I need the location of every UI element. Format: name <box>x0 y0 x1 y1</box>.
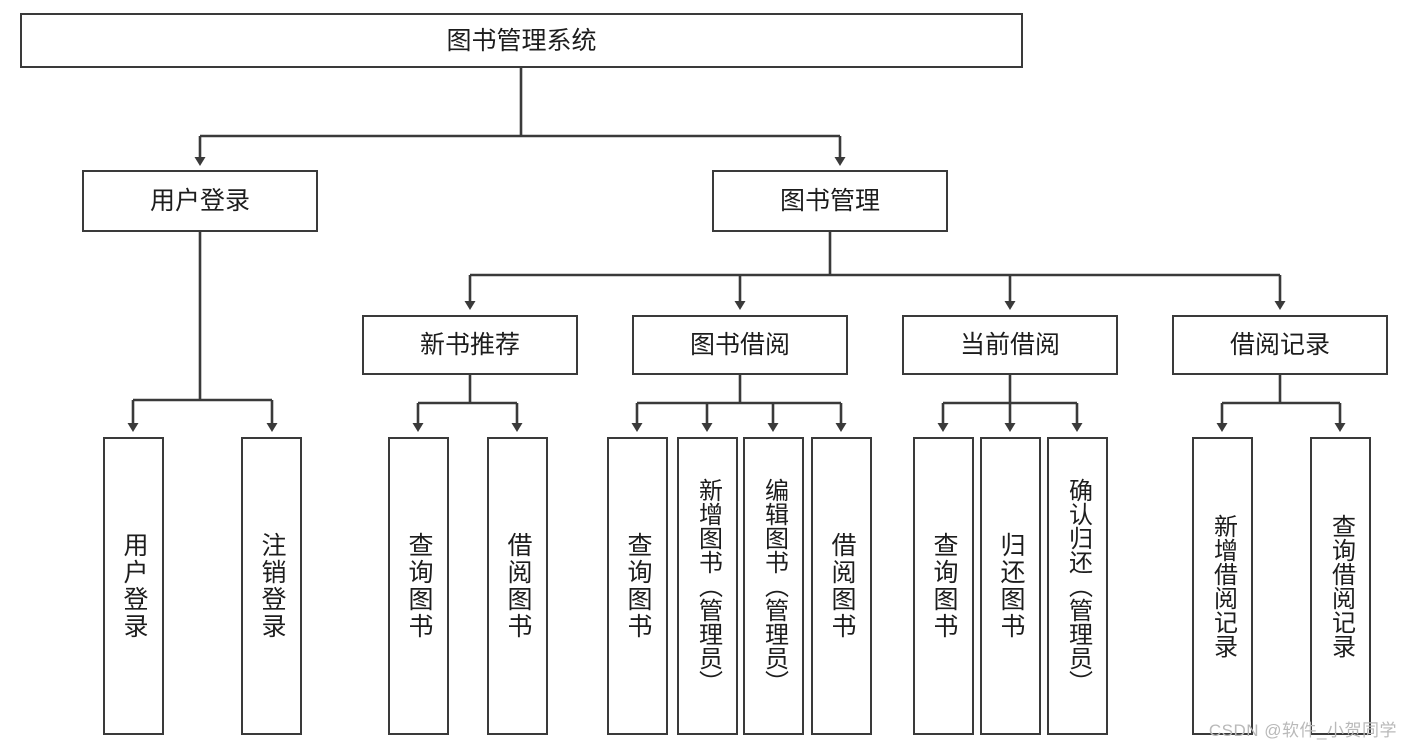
leaf-borrow-edit-book-label: 编辑图书（管理员） <box>760 478 788 694</box>
leaf-current-confirm-return-label: 确认归还（管理员） <box>1064 478 1092 694</box>
leaf-user-login-signout[interactable]: 注销登录 <box>241 437 302 735</box>
node-user-login[interactable]: 用户登录 <box>82 170 318 232</box>
leaf-new-book-borrow[interactable]: 借阅图书 <box>487 437 548 735</box>
leaf-current-confirm-return[interactable]: 确认归还（管理员） <box>1047 437 1108 735</box>
leaf-borrow-query-book-label: 查询图书 <box>624 532 652 640</box>
node-borrow-record-label: 借阅记录 <box>1229 331 1330 359</box>
leaf-user-login-signin[interactable]: 用户登录 <box>103 437 164 735</box>
node-root-label: 图书管理系统 <box>446 26 597 55</box>
leaf-borrow-add-book-label: 新增图书（管理员） <box>694 478 722 694</box>
leaf-record-add-label: 新增借阅记录 <box>1209 514 1237 658</box>
leaf-current-query-book-label: 查询图书 <box>930 532 958 640</box>
node-current-borrow-label: 当前借阅 <box>959 331 1060 359</box>
leaf-current-return-book-label: 归还图书 <box>997 532 1025 640</box>
node-new-book-recommend[interactable]: 新书推荐 <box>362 315 578 375</box>
node-root[interactable]: 图书管理系统 <box>20 13 1023 68</box>
node-book-management-label: 图书管理 <box>779 187 880 215</box>
leaf-user-login-signin-label: 用户登录 <box>120 532 148 640</box>
leaf-current-return-book[interactable]: 归还图书 <box>980 437 1041 735</box>
node-current-borrow[interactable]: 当前借阅 <box>902 315 1118 375</box>
leaf-borrow-add-book[interactable]: 新增图书（管理员） <box>677 437 738 735</box>
leaf-borrow-query-book[interactable]: 查询图书 <box>607 437 668 735</box>
leaf-record-query[interactable]: 查询借阅记录 <box>1310 437 1371 735</box>
watermark-text: CSDN @软件_小贺同学 <box>1208 721 1397 740</box>
leaf-user-login-signout-label: 注销登录 <box>258 532 286 640</box>
node-user-login-label: 用户登录 <box>149 187 250 215</box>
node-book-borrow[interactable]: 图书借阅 <box>632 315 848 375</box>
leaf-new-book-query-label: 查询图书 <box>405 532 433 640</box>
node-book-borrow-label: 图书借阅 <box>689 331 790 359</box>
leaf-current-query-book[interactable]: 查询图书 <box>913 437 974 735</box>
leaf-record-query-label: 查询借阅记录 <box>1327 514 1355 658</box>
leaf-new-book-query[interactable]: 查询图书 <box>388 437 449 735</box>
leaf-new-book-borrow-label: 借阅图书 <box>504 532 532 640</box>
node-new-book-recommend-label: 新书推荐 <box>419 331 520 359</box>
node-book-management[interactable]: 图书管理 <box>712 170 948 232</box>
leaf-borrow-borrow-book-label: 借阅图书 <box>828 532 856 640</box>
leaf-borrow-edit-book[interactable]: 编辑图书（管理员） <box>743 437 804 735</box>
node-borrow-record[interactable]: 借阅记录 <box>1172 315 1388 375</box>
leaf-borrow-borrow-book[interactable]: 借阅图书 <box>811 437 872 735</box>
leaf-record-add[interactable]: 新增借阅记录 <box>1192 437 1253 735</box>
